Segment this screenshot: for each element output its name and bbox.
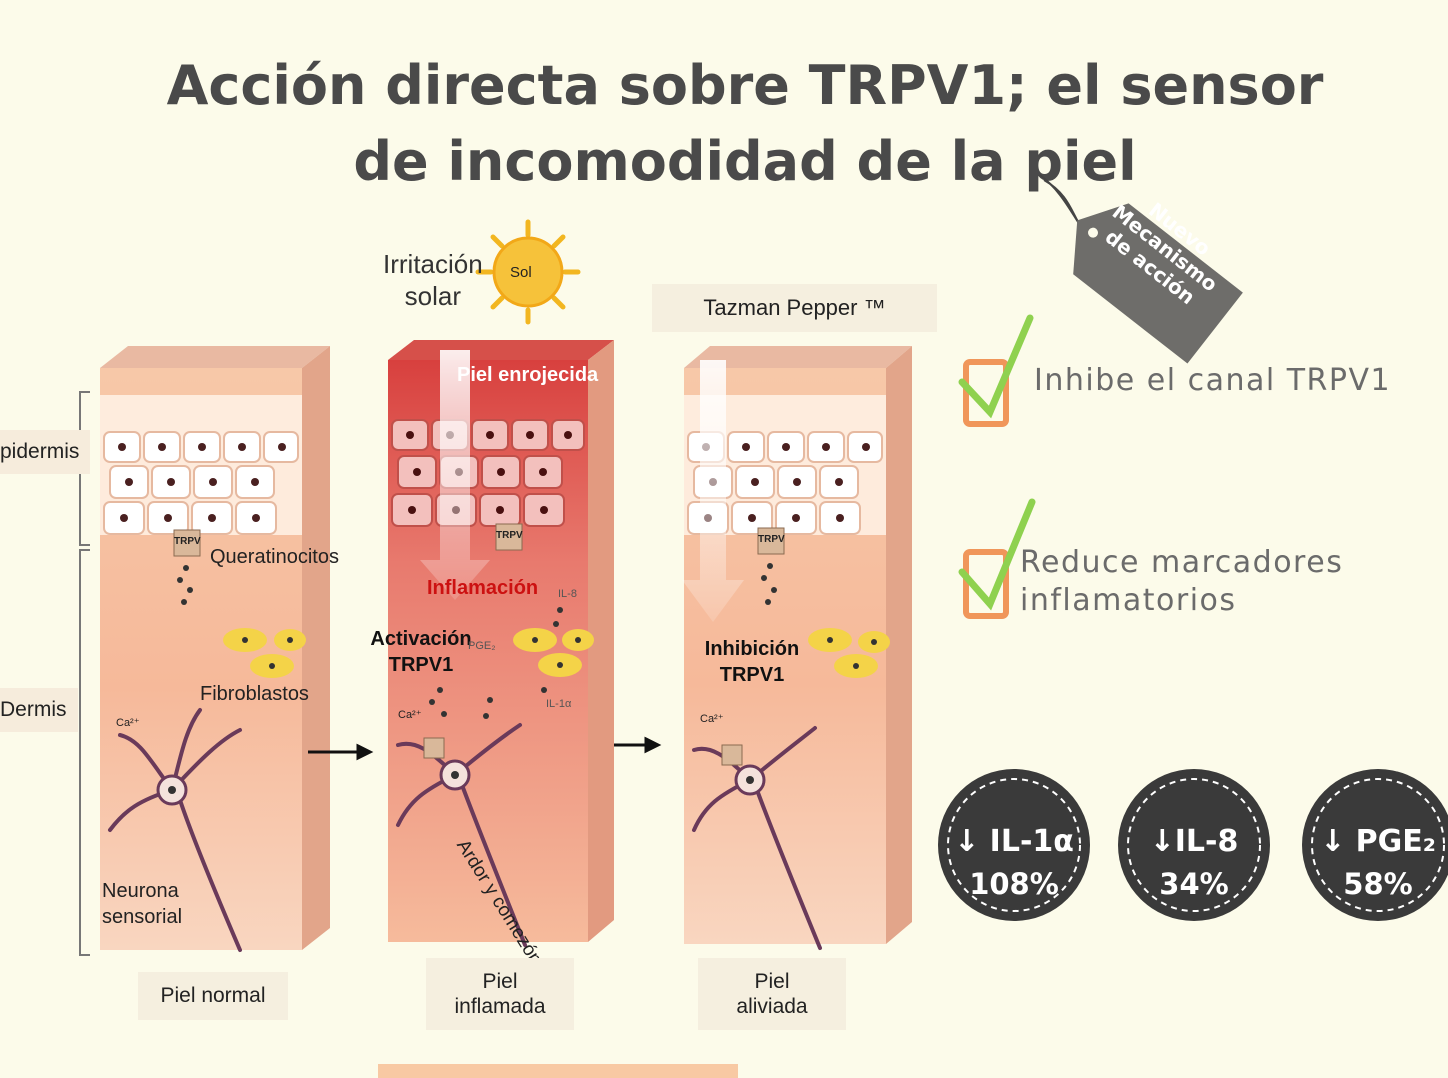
check-icon-2 [958, 498, 1036, 619]
sun-caption: Irritación solar [383, 248, 483, 312]
page-title: Acción directa sobre TRPV1; el sensor de… [166, 54, 1324, 193]
skin-block-normal [100, 346, 330, 952]
red-skin-label: Piel enrojecida [457, 364, 599, 386]
sun-icon [475, 219, 581, 325]
badge-pge2: ↓ PGE₂ 58% [1303, 824, 1448, 901]
trpv-label-3: TRPV [758, 534, 785, 545]
badge-pge2-name: ↓ PGE₂ [1320, 824, 1436, 859]
keratinocytes-label: Queratinocitos [210, 546, 339, 568]
inhibition-label-line2: TRPV1 [719, 664, 785, 686]
badge-il1a-name: ↓ IL-1α [954, 824, 1074, 859]
activation-label-line2: TRPV1 [388, 654, 454, 676]
skin-block-inflamed [388, 340, 614, 947]
calcium-label-2: Ca²⁺ [398, 709, 422, 721]
badge-il8-name: ↓IL-8 [1149, 824, 1239, 859]
sun-label: Sol [510, 264, 532, 281]
badge-il1a: ↓ IL-1α 108% [939, 824, 1089, 901]
trpv-label-1: TRPV [174, 536, 201, 547]
bottom-strip [378, 1064, 738, 1078]
il1a-small-label: IL-1α [546, 698, 572, 710]
tag-icon [1039, 174, 1243, 364]
caption-relieved: Piel aliviada [698, 958, 846, 1030]
calcium-label-1: Ca²⁺ [116, 717, 140, 729]
neuron-label-line1: Neurona [102, 880, 179, 902]
badge-il8-value: 34% [1159, 867, 1229, 901]
caption-relieved-line2: aliviada [736, 995, 808, 1018]
skin-block-relieved [682, 346, 912, 950]
sun-caption-line2: solar [404, 281, 462, 311]
transition-arrows [308, 736, 662, 761]
fibroblasts-label: Fibroblastos [200, 683, 309, 705]
pge-small-label: PGE₂ [468, 640, 496, 652]
il8-small-label: IL-8 [558, 588, 577, 600]
inhibition-label: Inhibición TRPV1 [698, 636, 806, 688]
neuron-label: Neurona sensorial [102, 878, 182, 930]
caption-inflamed-line2: inflamada [454, 995, 546, 1018]
sun-caption-line1: Irritación [383, 249, 483, 279]
caption-inflamed: Piel inflamada [426, 958, 574, 1030]
benefit-1-line1: Inhibe el canal TRPV1 [1034, 363, 1392, 398]
epidermis-label: pidermis [0, 430, 90, 474]
check-icon-1 [958, 314, 1034, 427]
benefit-2-line2: inflamatorios [1020, 583, 1237, 618]
calcium-label-3: Ca²⁺ [700, 713, 724, 725]
inflammation-label: Inflamación [427, 577, 539, 599]
benefit-2: Reduce marcadores inflamatorios [1020, 544, 1343, 620]
caption-relieved-line1: Piel [754, 970, 790, 993]
badge-circles [938, 769, 1448, 921]
activation-label: Activación TRPV1 [366, 626, 476, 678]
benefit-2-line1: Reduce marcadores [1020, 545, 1344, 580]
badge-pge2-value: 58% [1343, 867, 1413, 901]
product-label: Tazman Pepper ™ [652, 284, 937, 332]
badge-il1a-value: 108% [969, 867, 1059, 901]
dermis-label: Dermis [0, 688, 78, 732]
caption-inflamed-line1: Piel [482, 970, 518, 993]
neuron-label-line2: sensorial [102, 906, 183, 928]
benefit-1: Inhibe el canal TRPV1 [1034, 362, 1391, 400]
activation-label-line1: Activación [370, 628, 472, 650]
trpv-label-2: TRPV [496, 530, 523, 541]
caption-normal: Piel normal [138, 972, 288, 1020]
inhibition-label-line1: Inhibición [704, 638, 800, 660]
layer-brackets [79, 391, 90, 956]
badge-il8: ↓IL-8 34% [1119, 824, 1269, 901]
